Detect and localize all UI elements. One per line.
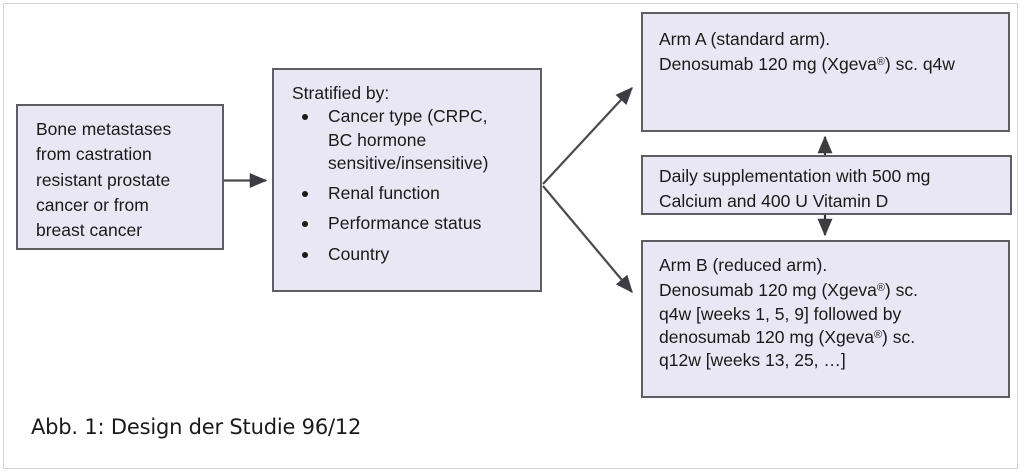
population-line-1: Bone metastases <box>36 119 172 139</box>
registered-trademark-icon: ® <box>874 328 882 341</box>
registered-trademark-icon: ® <box>876 282 885 295</box>
stratify-item-line: Cancer type (CRPC, <box>328 106 488 127</box>
registered-trademark-icon: ® <box>876 56 885 69</box>
supplement-line-2: Calcium and 400 U Vitamin D <box>659 191 889 212</box>
arm-b-line-3-pre: denosumab 120 mg (Xgeva <box>659 326 874 347</box>
population-line-4: cancer or from <box>36 194 149 215</box>
population-line-5: breast cancer <box>36 220 143 241</box>
node-stratification: Stratified by: Cancer type (CRPC, BC hor… <box>272 68 542 292</box>
node-arm-b: Arm B (reduced arm). Denosumab 120 mg (X… <box>641 240 1010 398</box>
node-population: Bone metastases from castration resistan… <box>16 104 224 250</box>
population-line-3: resistant prostate <box>36 169 171 190</box>
stratify-item-line: BC hormone <box>328 129 427 150</box>
node-supplementation: Daily supplementation with 500 mg Calciu… <box>641 155 1012 215</box>
stratify-title: Stratified by: <box>292 83 390 103</box>
population-line-2: from castration <box>36 144 152 165</box>
arm-b-line-1-pre: Denosumab 120 mg (Xgeva <box>659 280 877 301</box>
stratify-item-cancer-type: Cancer type (CRPC, BC hormone sensitive/… <box>292 105 532 175</box>
arm-b-line-3-post: ) sc. <box>882 326 916 347</box>
arm-b-line-2: q4w [weeks 1, 5, 9] followed by <box>659 303 902 324</box>
arm-a-regimen-pre: Denosumab 120 mg (Xgeva <box>659 54 877 75</box>
bullet-icon <box>302 251 308 258</box>
bullet-icon <box>302 114 308 121</box>
stratify-item-line: Renal function <box>328 183 440 204</box>
arm-b-regimen: Denosumab 120 mg (Xgeva®) sc. q4w [weeks… <box>659 279 996 372</box>
arm-b-line-1-post: ) sc. <box>884 280 918 301</box>
arm-a-title: Arm A (standard arm). <box>659 29 831 49</box>
arm-b-line-4: q12w [weeks 13, 25, …] <box>659 350 846 371</box>
arm-a-regimen: Denosumab 120 mg (Xgeva®) sc. q4w <box>659 53 996 76</box>
stratify-item-country: Country <box>292 243 532 266</box>
node-arm-a: Arm A (standard arm). Denosumab 120 mg (… <box>641 12 1010 132</box>
figure-frame-border <box>3 3 1018 469</box>
bullet-icon <box>302 221 308 228</box>
stratify-list: Cancer type (CRPC, BC hormone sensitive/… <box>292 105 532 266</box>
arm-a-regimen-post: ) sc. q4w <box>884 54 955 75</box>
arm-b-title: Arm B (reduced arm). <box>659 255 828 275</box>
stratify-item-renal-function: Renal function <box>292 182 532 205</box>
stratify-item-line: Performance status <box>328 213 482 234</box>
stratify-item-line: Country <box>328 243 390 264</box>
bullet-icon <box>302 191 308 198</box>
stratify-item-line: sensitive/insensitive) <box>328 152 489 173</box>
figure-caption: Abb. 1: Design der Studie 96/12 <box>31 415 362 439</box>
supplement-line-1: Daily supplementation with 500 mg <box>659 166 931 186</box>
stratify-item-performance-status: Performance status <box>292 212 532 235</box>
